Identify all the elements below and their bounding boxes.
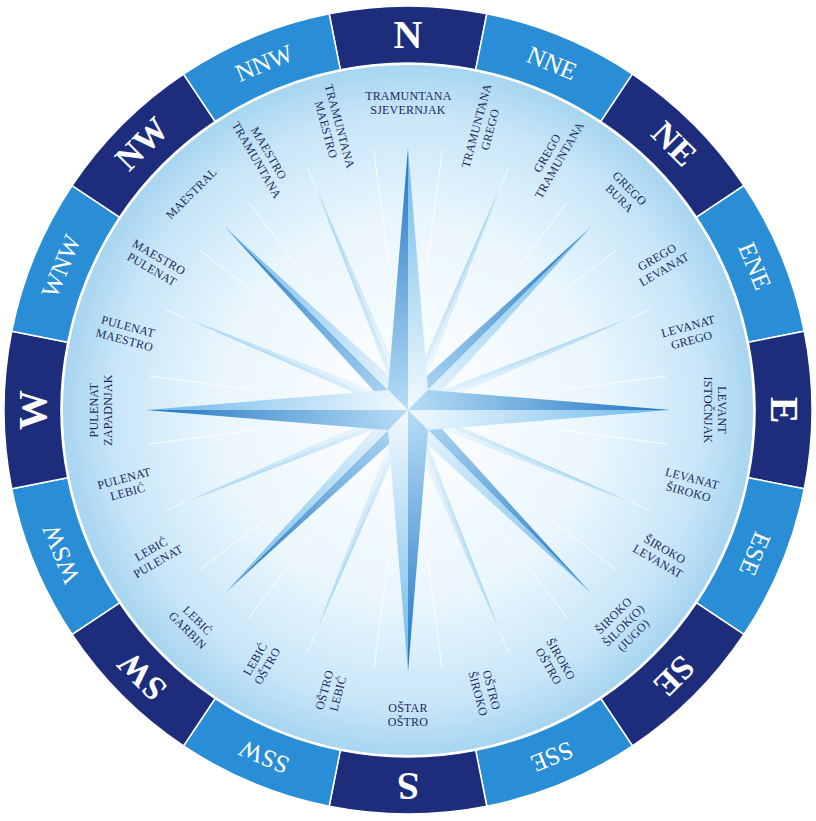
diagonal-point [408, 410, 590, 592]
cardinal-point [146, 410, 408, 430]
direction-label: SSW [236, 736, 293, 779]
inner-disc [62, 64, 754, 756]
direction-label: ENE [734, 239, 776, 293]
wind-name: LEVANAT ŠIROKO [660, 465, 720, 506]
sector-line [200, 501, 289, 569]
sector-line [428, 559, 443, 670]
direction-label: NW [110, 112, 175, 177]
direction-label: WNW [37, 231, 85, 301]
ring-segment [748, 331, 812, 489]
wind-name: LEBIĆ GARBIN [165, 600, 218, 653]
wind-name: LEBIĆ OŠTRO [240, 639, 284, 688]
wind-name: LEVANT ISTOČNJAK [700, 377, 728, 444]
wind-name: OŠTAR OŠTRO [388, 702, 428, 730]
direction-label: NNE [523, 42, 580, 85]
wind-name: ŠIROKO ŠILOK(O) (JUGO) [591, 593, 658, 660]
sector-line [200, 251, 289, 319]
sector-line [557, 430, 668, 445]
wind-name: LEVANAT GREGO [660, 314, 720, 355]
sector-line [499, 202, 567, 291]
direction-label: E [764, 397, 804, 424]
direction-label: SSE [527, 737, 576, 777]
direction-ring [4, 6, 812, 814]
cardinal-point [388, 410, 408, 672]
diagonal-point [408, 228, 590, 410]
wind-name: TRAMUNTANA MAESTRO [308, 83, 357, 173]
ring-segment [329, 6, 487, 70]
wind-name: GREGO TRAMUNTANA [520, 113, 587, 202]
sector-line [148, 430, 259, 445]
wind-name: OŠTRO LEBIĆ [314, 669, 351, 715]
compass-star [146, 148, 670, 672]
cardinal-point [408, 410, 670, 430]
diagonal-point [408, 228, 590, 410]
wind-name: GREGO BURA [600, 169, 649, 218]
sector-line [148, 376, 259, 391]
diagonal-point [226, 228, 408, 410]
cardinal-point [408, 390, 670, 410]
ring-segment [329, 750, 487, 814]
diagonal-point [226, 228, 408, 410]
sector-line [428, 150, 443, 261]
sector-line [527, 501, 616, 569]
direction-label: S [397, 766, 419, 806]
sector-line [374, 150, 389, 261]
wind-name: ŠIROKO OŠTRO [531, 636, 578, 690]
direction-label: SE [647, 649, 700, 702]
sector-line [557, 376, 668, 391]
diagonal-point [408, 410, 590, 592]
wind-name: PULENAT LEBIĆ [96, 465, 156, 506]
sector-line [527, 251, 616, 319]
cardinal-point [388, 148, 408, 410]
direction-label: NNW [232, 40, 297, 86]
wind-name: MAESTRO PULENAT [123, 237, 188, 290]
direction-label: N [394, 15, 423, 55]
wind-name: LEBIĆ PULENAT [125, 530, 186, 581]
cardinal-point [146, 390, 408, 410]
direction-label: ESE [735, 528, 775, 579]
sector-line [499, 529, 567, 618]
diagonal-point [226, 410, 408, 592]
wind-name: GREGO LEVANAT [630, 238, 692, 289]
wind-name: MAESTRO TRAMUNTANA [228, 113, 295, 202]
ring-segment [4, 331, 68, 489]
diagonal-point [226, 410, 408, 592]
wind-name: PULENAT MAESTRO [94, 313, 158, 355]
wind-name: TRAMUNTANA SJEVERNJAK [365, 90, 451, 118]
wind-name: MAESTRAL [163, 165, 220, 222]
wind-name: PULENAT ZAPADNJAK [88, 374, 116, 445]
wind-name: TRAMUNTANA GREGO [459, 83, 508, 173]
wind-name: OŠTRO ŠIROKO [464, 666, 503, 717]
sector-line [249, 529, 317, 618]
cardinal-point [408, 148, 428, 410]
wind-name: ŠIROKO LEVANAT [630, 530, 692, 581]
direction-label: SW [112, 645, 173, 706]
cardinal-point [408, 410, 428, 672]
direction-label: WSW [38, 521, 84, 587]
direction-label: W [13, 390, 53, 430]
direction-label: NE [645, 116, 702, 173]
sector-line [374, 559, 389, 670]
sector-line [249, 202, 317, 291]
